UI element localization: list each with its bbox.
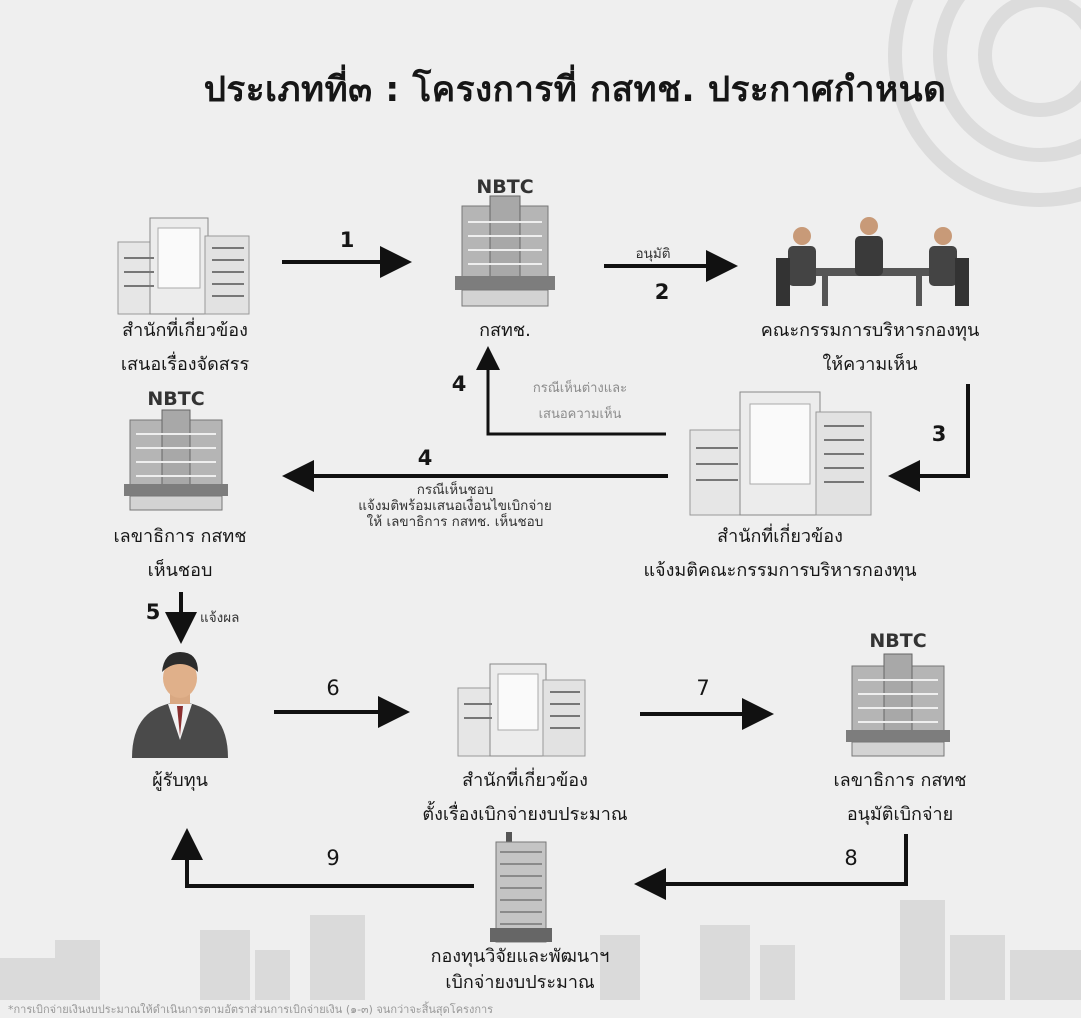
node-fund-label: กองทุนวิจัยและพัฒนาฯ เบิกจ่ายงบประมาณ [430, 946, 610, 993]
nbtc-building-icon [124, 409, 228, 511]
nbtc-badge: NBTC [147, 388, 205, 410]
step-5-number: 5 [145, 600, 161, 624]
node-secretary-disburse-label: เลขาธิการ กสทช อนุมัติเบิกจ่าย [833, 770, 967, 825]
node-office-disburse-label: สำนักที่เกี่ยวข้อง ตั้งเรื่องเบิกจ่ายงบป… [422, 770, 628, 825]
node-nbtc-label: กสทช. [479, 320, 531, 341]
arrow-step-3 [888, 384, 970, 492]
nbtc-building-icon [455, 195, 555, 307]
node-secretary-approve-label: เลขาธิการ กสทช เห็นชอบ [113, 526, 247, 581]
step-6-number: 6 [326, 676, 340, 700]
step-4b-number: 4 [417, 446, 433, 470]
office-building-icon [457, 663, 586, 757]
step-2-label: อนุมัติ [635, 246, 671, 262]
step-3-number: 3 [931, 422, 947, 446]
step-5-label: แจ้งผล [200, 610, 240, 626]
city-skyline [0, 900, 1081, 1000]
grantee-person-icon [132, 652, 228, 758]
nbtc-building-icon [846, 653, 950, 757]
step-1-number: 1 [339, 228, 355, 252]
step-8-number: 8 [844, 846, 858, 870]
arrow-step-9 [171, 828, 474, 888]
nbtc-badge: NBTC [869, 630, 927, 652]
arrow-step-8 [634, 834, 908, 900]
step-4a-label: กรณีเห็นต่างและ เสนอความเห็น [532, 381, 628, 422]
office-building-icon [689, 391, 872, 516]
node-grantee-label: ผู้รับทุน [152, 770, 208, 791]
page-title: ประเภทที่๓ : โครงการที่ กสทช. ประกาศกำหน… [203, 70, 947, 110]
flow-arrows [165, 246, 970, 900]
fund-tower-icon [490, 832, 552, 943]
arrow-step-4a [476, 346, 666, 436]
step-9-number: 9 [326, 846, 340, 870]
node-office-propose-label: สำนักที่เกี่ยวข้อง เสนอเรื่องจัดสรร [120, 320, 250, 375]
nbtc-badge: NBTC [476, 176, 534, 198]
step-4b-label: กรณีเห็นชอบ แจ้งมติพร้อมเสนอเงื่อนไขเบิก… [358, 482, 552, 530]
committee-meeting-icon [776, 217, 969, 306]
node-committee-label: คณะกรรมการบริหารกองทุน ให้ความเห็น [760, 320, 980, 375]
step-4a-number: 4 [451, 372, 467, 396]
office-building-icon [117, 217, 250, 315]
step-7-number: 7 [696, 676, 710, 700]
footnote: *การเบิกจ่ายเงินงบประมาณให้ดำเนินการตามอ… [8, 1003, 494, 1016]
node-office-notify-label: สำนักที่เกี่ยวข้อง แจ้งมติคณะกรรมการบริห… [643, 526, 917, 581]
step-2-number: 2 [654, 280, 670, 304]
